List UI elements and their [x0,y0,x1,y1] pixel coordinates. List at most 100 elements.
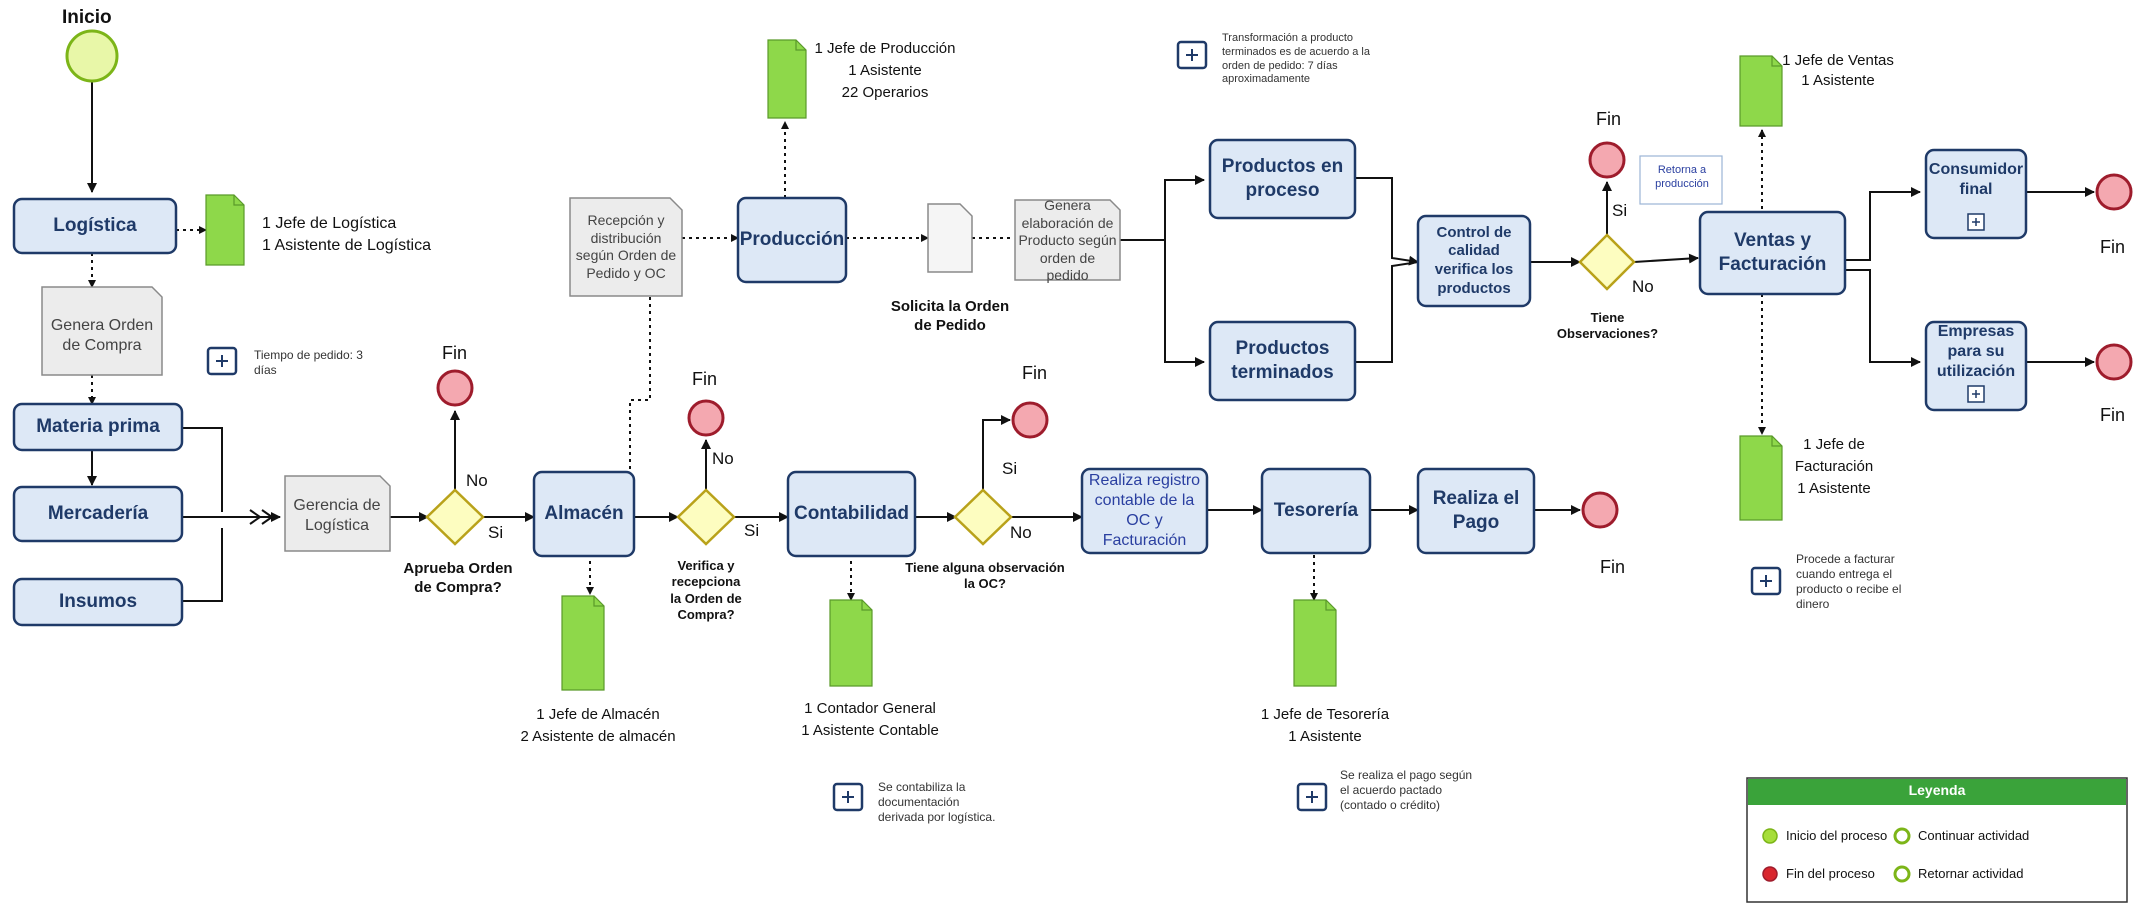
no-label-aprueba: No [466,471,488,490]
task-almacen [532,470,636,558]
fin-label-verifica: Fin [692,369,718,389]
resource-almacen [561,595,605,691]
gateway-observacion-label: Tiene alguna observación la OC? [905,560,1065,592]
task-consumidor-label[interactable]: Consumidor final [1928,161,2024,198]
task-mercaderia-label[interactable]: Mercadería [47,503,149,525]
gateway-tiene-obs [1578,233,1636,291]
retorna-box [1639,155,1723,205]
legend-title: Leyenda [1908,782,1966,798]
note-contabiliza-text: Se contabiliza la documentación derivada… [878,780,996,824]
end-event-observacion [1011,401,1049,439]
end-event-consumidor [2095,173,2133,211]
retorna-text: Retorna a producción [1655,164,1709,190]
note-pago-text: Se realiza el pago según el acuerdo pact… [1340,768,1473,812]
resource-ventas [1739,55,1783,127]
fin-label-pago: Fin [1600,557,1626,577]
end-event-empresas [2095,343,2133,381]
task-realiza-pago-label[interactable]: Realiza el Pago [1432,488,1520,533]
resource-produccion-line-1: 1 Jefe de Producción [814,40,956,57]
end-event-verifica [687,399,725,437]
gateway-verifica [676,488,736,546]
doc-gerencia-label: Gerencia de Logística [293,497,381,534]
si-label-observacion: Si [1002,459,1018,478]
task-productos-terminados [1208,320,1357,402]
task-empresas-label[interactable]: Empresas para su utilización [1936,323,2016,380]
si-label-aprueba: Si [488,523,504,542]
task-tesoreria-label[interactable]: Tesorería [1273,500,1359,522]
resource-produccion [767,39,807,119]
si-label-verifica: Si [744,521,760,540]
no-label-tiene-obs: No [1632,277,1654,296]
doc-genera-elaboracion [1014,199,1121,281]
resource-produccion-line-3: 22 Operarios [841,84,929,101]
end-event-aprueba [436,369,474,407]
task-productos-proceso-label[interactable]: Productos en proceso [1221,156,1344,201]
resource-logistica [205,194,245,266]
doc-genera-elaboracion-label: Genera elaboración de Producto según ord… [1018,197,1117,284]
note-tiempo-text: Tiempo de pedido: 3 días [254,348,363,377]
fin-label-empresas: Fin [2100,405,2126,425]
task-logistica-label[interactable]: Logística [53,215,137,237]
resource-tesoreria-line-1: 1 Jefe de Tesorería [1260,706,1390,723]
task-ventas [1698,210,1847,296]
legend-header [1748,779,2126,805]
legend-return-icon [1893,865,1911,883]
fin-label-aprueba: Fin [442,343,468,363]
legend-end-text: Fin del proceso [1786,866,1875,881]
gateway-tiene-obs-label: Tiene Observaciones? [1556,310,1659,342]
task-logistica [12,197,178,255]
gateway-aprueba-label: Aprueba Orden de Compra? [403,560,513,596]
task-realiza-registro [1080,467,1209,555]
gateway-observacion [953,488,1013,546]
doc-recepcion-label: Recepción y distribución según Orden de … [575,212,677,281]
fin-label-consumidor: Fin [2100,237,2126,257]
gateway-aprueba [425,488,485,546]
doc-genera-orden [41,286,163,376]
task-empresas [1924,320,2028,412]
resource-contabilidad [829,599,873,687]
task-tesoreria [1260,467,1372,555]
doc-recepcion [569,197,683,297]
resource-tesoreria-line-2: 1 Asistente [1288,728,1362,745]
end-event-tiene-obs [1588,141,1626,179]
task-materia-label[interactable]: Materia prima [36,416,160,438]
task-contabilidad [786,470,917,558]
fin-label-observacion: Fin [1022,363,1048,383]
resource-contabilidad-line-2: 1 Asistente Contable [801,722,939,739]
note-procede-text: Procede a facturar cuando entrega el pro… [1796,552,1902,611]
doc-solicita [927,203,973,273]
resource-ventas-line-2: 1 Asistente [1801,72,1875,89]
task-control-calidad [1416,214,1532,308]
resource-almacen-line-2: 2 Asistente de almacén [520,728,676,745]
task-almacen-label[interactable]: Almacén [544,503,624,525]
resource-logistica-line-2: 1 Asistente de Logística [262,237,431,254]
resource-produccion-line-2: 1 Asistente [848,62,922,79]
task-ventas-label[interactable]: Ventas y Facturación [1718,230,1827,275]
no-label-observacion: No [1010,523,1032,542]
task-productos-terminados-label[interactable]: Productos terminados [1231,338,1334,383]
start-event [65,29,119,83]
legend-start-text: Inicio del proceso [1786,828,1888,843]
note-transformacion-text: Transformación a producto terminados es … [1222,32,1370,86]
end-event-pago [1581,491,1619,529]
task-insumos-label[interactable]: Insumos [58,591,138,613]
legend-end-icon [1762,866,1778,882]
legend-continue-text: Continuar actividad [1918,828,2030,843]
legend-return-text: Retornar actividad [1918,866,2024,881]
legend-start-icon [1762,828,1778,844]
task-control-calidad-label[interactable]: Control de calidad verifica los producto… [1434,223,1514,297]
task-insumos [12,577,184,627]
si-label-tiene-obs: Si [1612,201,1628,220]
task-produccion-label[interactable]: Producción [739,229,845,251]
task-realiza-registro-label[interactable]: Realiza registro contable de la OC y Fac… [1088,472,1201,549]
task-produccion [736,196,848,284]
resource-facturacion-line-2: Facturación [1794,458,1874,475]
task-materia-prima [12,402,184,452]
task-productos-proceso [1208,138,1357,220]
resource-almacen-line-1: 1 Jefe de Almacén [536,706,660,723]
resource-facturacion [1739,435,1783,521]
task-contabilidad-label[interactable]: Contabilidad [793,503,910,525]
doc-gerencia [284,475,391,552]
resource-tesoreria [1293,599,1337,687]
legend-continue-icon [1893,827,1911,845]
